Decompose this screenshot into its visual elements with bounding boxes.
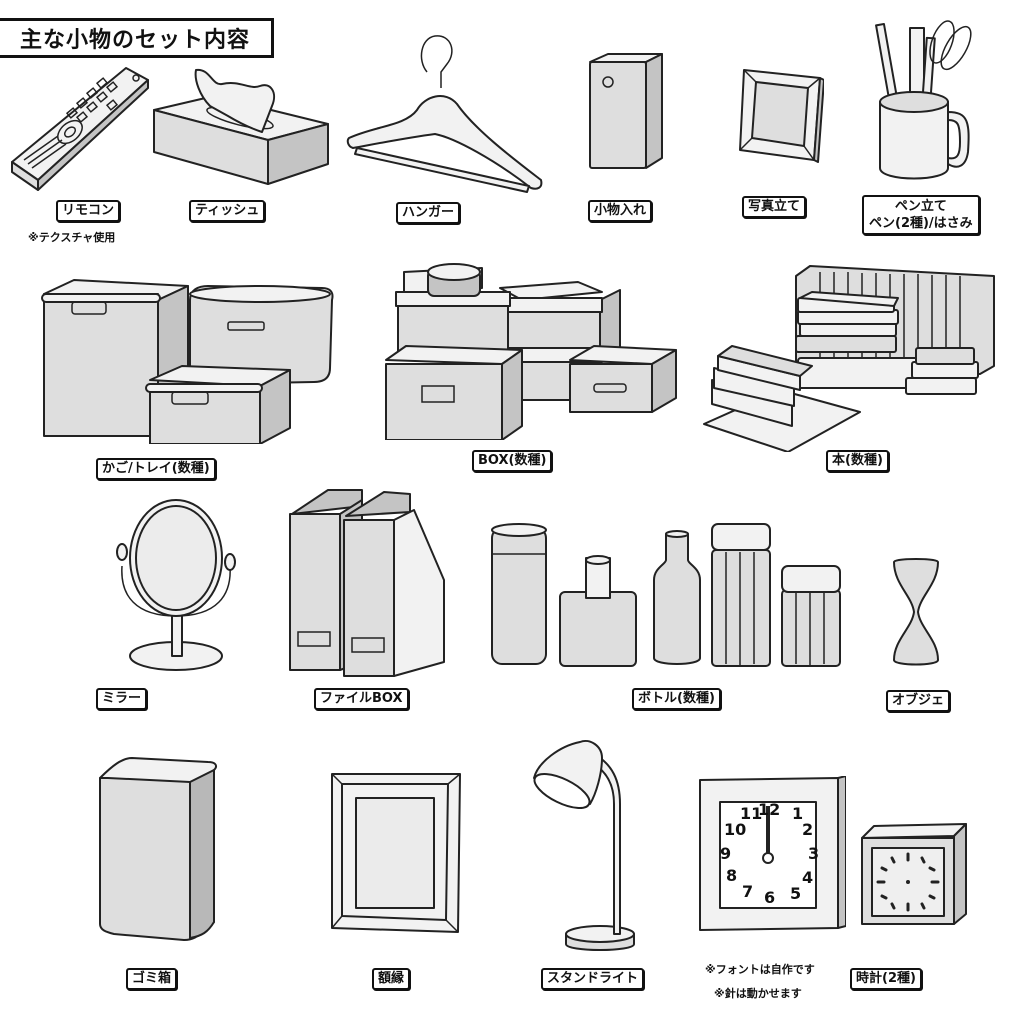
pen-stand-label: ペン立て ペン(2種)/はさみ [862, 195, 980, 235]
clock-font-note: ※フォントは自作です [705, 963, 815, 976]
picture-frame-label: 額縁 [372, 968, 411, 990]
table-clock-illustration [860, 820, 968, 930]
photo-stand-label: 写真立て [742, 196, 807, 218]
baskets-illustration [38, 264, 338, 444]
clocks-label: 時計(2種) [850, 968, 922, 990]
picture-frame-illustration [330, 772, 462, 936]
small-container-label: 小物入れ [588, 200, 653, 222]
clock-numeral-1: 1 [792, 804, 804, 823]
page-title: 主な小物のセット内容 [0, 18, 274, 58]
remote-control-illustration [8, 62, 153, 194]
pen-stand-label-line1: ペン立て [894, 199, 947, 214]
hanger-label: ハンガー [396, 202, 461, 224]
hanger-illustration [345, 30, 545, 195]
pen-stand-illustration [872, 12, 982, 184]
trash-can-label: ゴミ箱 [126, 968, 178, 990]
objet-label: オブジェ [886, 690, 951, 712]
clock-numeral-6: 6 [764, 888, 776, 907]
clock-numeral-8: 8 [726, 866, 738, 885]
photo-stand-illustration [738, 68, 824, 164]
bottles-label: ボトル(数種) [632, 688, 721, 710]
clock-numeral-9: 9 [720, 844, 732, 863]
file-box-illustration [288, 486, 448, 678]
trash-can-illustration [98, 752, 220, 942]
clock-numeral-12: 12 [758, 800, 781, 819]
desk-lamp-label: スタンドライト [541, 968, 645, 990]
clock-numeral-7: 7 [742, 882, 754, 901]
boxes-illustration [382, 260, 678, 440]
desk-lamp-illustration [530, 734, 642, 954]
clock-numeral-10: 10 [724, 820, 747, 839]
remote-texture-note: ※テクスチャ使用 [28, 231, 116, 244]
bottles-illustration [490, 520, 846, 670]
clock-numeral-2: 2 [802, 820, 814, 839]
clock-numeral-4: 4 [802, 868, 814, 887]
boxes-label: BOX(数種) [472, 450, 553, 472]
baskets-label: かご/トレイ(数種) [96, 458, 216, 480]
books-label: 本(数種) [826, 450, 889, 472]
objet-illustration [890, 556, 942, 668]
mirror-label: ミラー [96, 688, 148, 710]
clock-numeral-11: 11 [740, 804, 763, 823]
small-container-illustration [586, 50, 666, 172]
mirror-illustration [116, 496, 236, 676]
tissue-box-illustration [150, 66, 332, 188]
file-box-label: ファイルBOX [314, 688, 409, 710]
wall-clock-illustration: 12 1 2 3 4 5 6 7 8 9 10 11 [698, 776, 846, 932]
books-illustration [700, 262, 1000, 452]
tissue-label: ティッシュ [189, 200, 266, 222]
clock-hands-note: ※針は動かせます [714, 987, 802, 1000]
clock-numeral-3: 3 [808, 844, 820, 863]
remote-label: リモコン [56, 200, 121, 222]
clock-numeral-5: 5 [790, 884, 802, 903]
pen-stand-label-line2: ペン(2種)/はさみ [869, 216, 973, 231]
